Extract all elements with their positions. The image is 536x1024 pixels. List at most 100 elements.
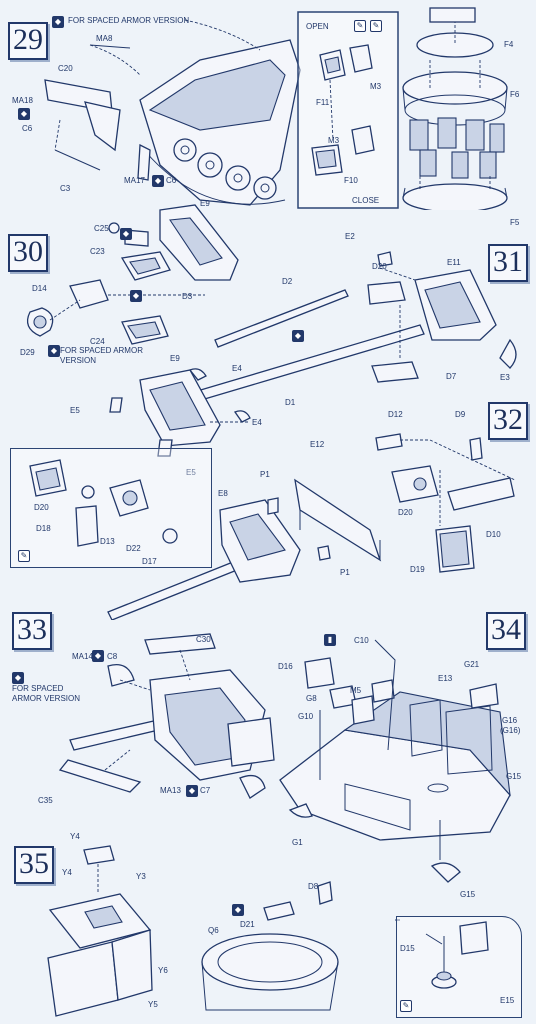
- label-y4b: Y4: [62, 868, 72, 877]
- label-m3b: M3: [328, 136, 340, 145]
- label-f6: F6: [510, 90, 520, 99]
- label-ma14: MA14: [72, 652, 93, 661]
- label-c25: C25: [94, 224, 109, 233]
- label-d22: D22: [126, 544, 141, 553]
- label-c10: C10: [354, 636, 369, 645]
- label-e12: E12: [310, 440, 325, 449]
- label-e2: E2: [345, 232, 355, 241]
- label-d21: D21: [240, 920, 255, 929]
- label-y6: Y6: [158, 966, 168, 975]
- label-g16-alt: (G16): [500, 726, 521, 735]
- step-35-floor-and-ring: [47, 845, 339, 1017]
- cement-icon: ◆: [232, 904, 244, 916]
- label-c7: C7: [200, 786, 211, 795]
- label-y4: Y4: [70, 832, 80, 841]
- inset-close-label: CLOSE: [352, 196, 380, 205]
- cement-icon: ◆: [130, 290, 142, 302]
- cement-icon: ◆: [292, 330, 304, 342]
- label-e11: E11: [447, 258, 461, 267]
- cement-icon: ◆: [12, 672, 24, 684]
- detail-icon: ✎: [400, 1000, 412, 1012]
- label-d9: D9: [455, 410, 466, 419]
- step-34-hull-superstructure: [279, 639, 511, 921]
- label-g8: G8: [306, 694, 317, 703]
- label-e9: E9: [200, 199, 210, 208]
- inset-open-label: OPEN: [306, 22, 329, 31]
- step-34-inset-parts: [425, 921, 489, 989]
- label-p1: P1: [260, 470, 270, 479]
- step-32-assembly: [29, 433, 516, 620]
- label-f5: F5: [510, 218, 520, 227]
- step-31-number: 31: [488, 244, 528, 282]
- step-33-note: FOR SPACED ARMOR VERSION: [12, 684, 81, 703]
- step-34-detail-inset: [396, 916, 522, 1018]
- label-g10: G10: [298, 712, 314, 721]
- cement-icon: ◆: [52, 16, 64, 28]
- label-d20: D20: [372, 262, 387, 271]
- label-c8: C8: [107, 652, 118, 661]
- label-g15b: G15: [460, 890, 476, 899]
- label-g21: G21: [464, 660, 480, 669]
- step-30-number: 30: [8, 234, 48, 272]
- label-d12: D12: [388, 410, 403, 419]
- label-c6: C6: [22, 124, 33, 133]
- step-34-number: 34: [486, 612, 526, 650]
- label-c30: C30: [196, 635, 211, 644]
- step-31-gun: [109, 251, 517, 457]
- label-d2: D2: [282, 277, 293, 286]
- label-c20: C20: [58, 64, 73, 73]
- label-m3: M3: [370, 82, 382, 91]
- step-33-turret-interior: [58, 633, 275, 799]
- label-e4b: E4: [252, 418, 262, 427]
- label-f10: F10: [344, 176, 358, 185]
- label-c6b: C6: [166, 176, 177, 185]
- label-d20c: D20: [34, 503, 49, 512]
- label-c23: C23: [90, 247, 105, 256]
- cement-icon: ◆: [120, 228, 132, 240]
- label-ma18: MA18: [12, 96, 33, 105]
- detail-icon: ✎: [370, 20, 382, 32]
- label-y3: Y3: [136, 872, 146, 881]
- label-d16: D16: [278, 662, 293, 671]
- label-f11: F11: [316, 98, 330, 107]
- label-q6: Q6: [208, 926, 219, 935]
- label-d10: D10: [486, 530, 501, 539]
- label-c3: C3: [60, 184, 71, 193]
- label-g15: G15: [506, 772, 522, 781]
- label-d8: D8: [308, 882, 319, 891]
- label-d3: D3: [182, 292, 193, 301]
- label-e5: E5: [70, 406, 80, 415]
- label-d1: D1: [285, 398, 296, 407]
- label-e15: E15: [500, 996, 515, 1005]
- label-d18: D18: [36, 524, 51, 533]
- label-ma8: MA8: [96, 34, 113, 43]
- step-30-note: FOR SPACED ARMOR VERSION: [60, 346, 143, 365]
- label-d15: D15: [400, 944, 415, 953]
- detail-icon: ✎: [18, 550, 30, 562]
- label-e9b: E9: [170, 354, 180, 363]
- label-f4: F4: [504, 40, 514, 49]
- step-29-note: FOR SPACED ARMOR VERSION: [68, 16, 190, 25]
- label-d17: D17: [142, 557, 157, 566]
- cement-icon: ◆: [18, 108, 30, 120]
- label-d19: D19: [410, 565, 425, 574]
- step-35-number: 35: [14, 846, 54, 884]
- label-c35: C35: [38, 796, 53, 805]
- label-d29: D29: [20, 348, 35, 357]
- road-wheels: [139, 138, 286, 205]
- label-g16: G16: [502, 716, 518, 725]
- cement-icon: ◆: [152, 175, 164, 187]
- label-d20b: D20: [398, 508, 413, 517]
- cement-icon: ◆: [92, 650, 104, 662]
- label-ma13: MA13: [160, 786, 181, 795]
- detail-icon: ✎: [354, 20, 366, 32]
- label-g1: G1: [292, 838, 303, 847]
- label-d13: D13: [100, 537, 115, 546]
- label-ma17: MA17: [124, 176, 145, 185]
- label-y5: Y5: [148, 1000, 158, 1009]
- label-d7: D7: [446, 372, 457, 381]
- decal-icon: ▮: [324, 634, 336, 646]
- label-c24: C24: [90, 337, 105, 346]
- step-29-tank-hull: [44, 7, 508, 210]
